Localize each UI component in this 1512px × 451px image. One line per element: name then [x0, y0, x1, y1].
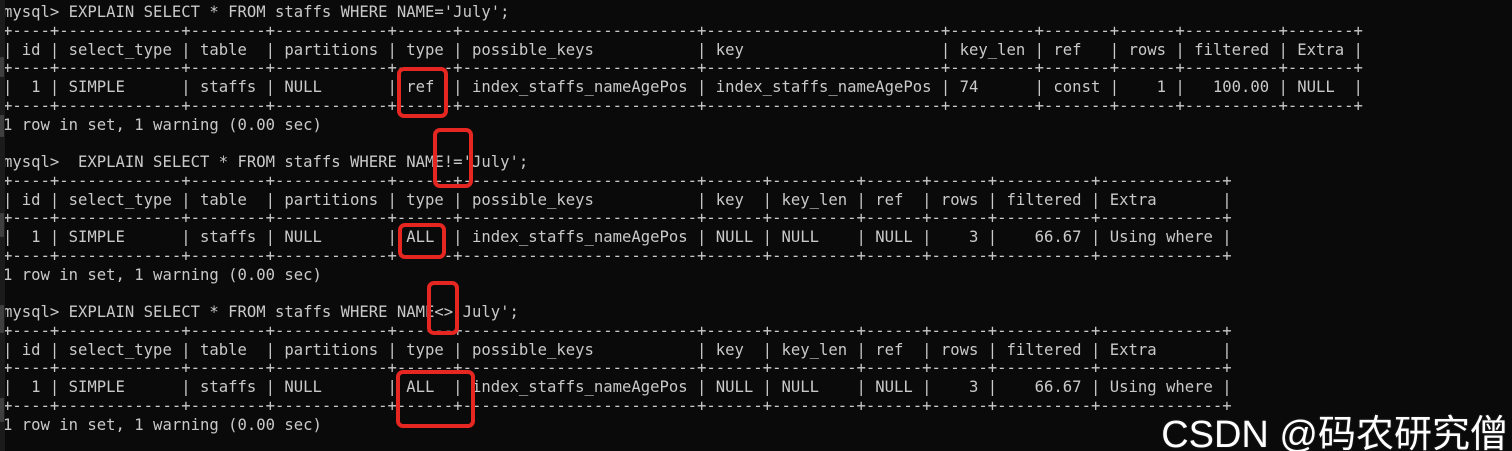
csdn-watermark: CSDN @码农研究僧: [1161, 414, 1508, 451]
terminal-line-status: 1 row in set, 1 warning (0.00 sec): [3, 265, 322, 284]
terminal-line-border: +----+-------------+--------+-----------…: [3, 59, 1363, 78]
terminal-line-header: | id | select_type | table | partitions …: [3, 190, 1232, 209]
terminal-line-blank: [3, 284, 1363, 303]
window-left-edge: [0, 0, 5, 451]
terminal-line-query-2: mysql> EXPLAIN SELECT * FROM staffs WHER…: [3, 153, 529, 171]
terminal-line-border: +----+-------------+--------+-----------…: [3, 246, 1232, 265]
edge-artifact: [0, 115, 4, 137]
terminal-line-border: +----+-------------+--------+-----------…: [3, 359, 1232, 378]
edge-artifact: [0, 213, 4, 237]
terminal-line-row: | 1 | SIMPLE | staffs | NULL | ALL | ind…: [3, 228, 1232, 246]
edge-artifact: [0, 305, 4, 333]
edge-artifact: [0, 57, 4, 77]
terminal-output: mysql> EXPLAIN SELECT * FROM staffs WHER…: [3, 3, 1363, 434]
edge-artifact: [0, 398, 4, 422]
terminal-line-border: +----+-------------+--------+-----------…: [3, 96, 1363, 115]
terminal-line-blank: [3, 134, 1363, 153]
terminal-line-border: +----+-------------+--------+-----------…: [3, 321, 1232, 340]
terminal-line-border: +----+-------------+--------+-----------…: [3, 21, 1363, 40]
terminal-line-border: +----+-------------+--------+-----------…: [3, 209, 1232, 228]
terminal-line-header: | id | select_type | table | partitions …: [3, 340, 1232, 359]
terminal-line-row: | 1 | SIMPLE | staffs | NULL | ref | ind…: [3, 78, 1363, 96]
terminal-line-border: +----+-------------+--------+-----------…: [3, 396, 1232, 415]
terminal-line-header: | id | select_type | table | partitions …: [3, 40, 1363, 59]
terminal-line-status: 1 row in set, 1 warning (0.00 sec): [3, 115, 322, 134]
terminal-line-status: 1 row in set, 1 warning (0.00 sec): [3, 415, 322, 434]
terminal-line-border: +----+-------------+--------+-----------…: [3, 171, 1232, 190]
terminal-line-row: | 1 | SIMPLE | staffs | NULL | ALL | ind…: [3, 378, 1232, 396]
terminal-line-query-3: mysql> EXPLAIN SELECT * FROM staffs WHER…: [3, 303, 519, 321]
terminal-line-query-1: mysql> EXPLAIN SELECT * FROM staffs WHER…: [3, 3, 510, 21]
